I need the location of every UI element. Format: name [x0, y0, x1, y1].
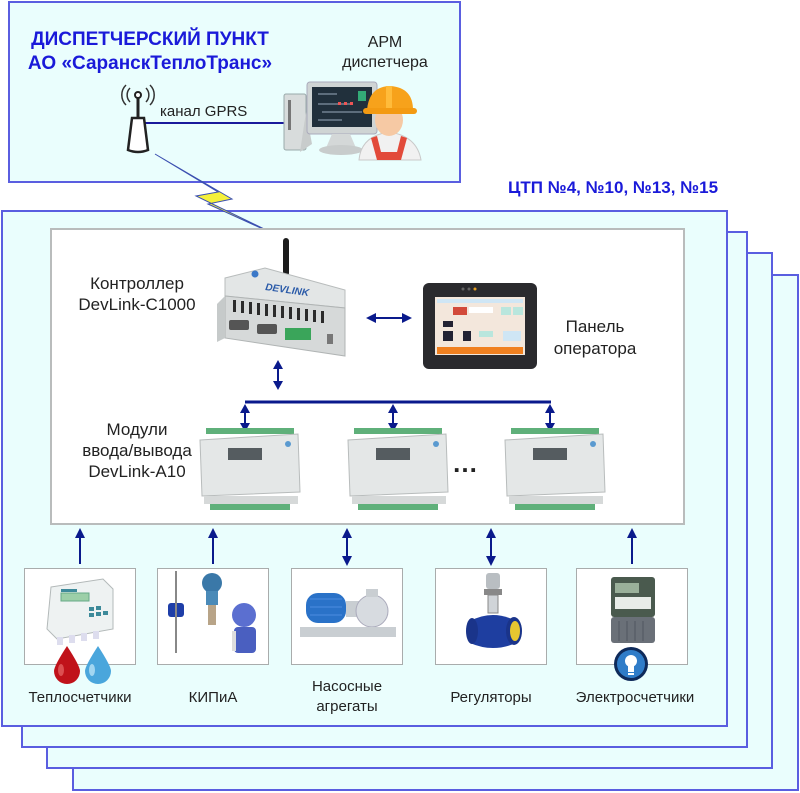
instrumentation-icon — [168, 571, 256, 653]
controller-device-icon: DEVLINK — [217, 238, 346, 357]
gprs-link-line — [142, 122, 284, 124]
device-arrow-2 — [208, 528, 218, 564]
electric-meter-icon — [611, 577, 655, 643]
io-bus-line — [245, 400, 551, 404]
dispatcher-title-line2: АО «СаранскТеплоТранс» — [27, 53, 273, 74]
device-arrow-head-up — [342, 528, 352, 538]
io-module-top-terminals — [206, 428, 294, 434]
device-arrow-head-up — [627, 528, 637, 538]
operator-panel-label: Панель оператора — [540, 316, 650, 360]
valve-icon — [466, 573, 522, 648]
lightbulb-icon — [614, 647, 648, 681]
workstation-label: АРМ диспетчера — [330, 33, 440, 73]
io-modules-label-line1: Модули — [106, 420, 168, 439]
io-module-logo — [590, 441, 596, 447]
io-module-base — [352, 496, 446, 504]
bus-arrow-head-up — [388, 404, 398, 413]
workstation-label-line1: АРМ — [367, 34, 403, 51]
device-label-pumps-line2: агрегаты — [316, 698, 378, 715]
pump-icon — [300, 589, 396, 637]
cold-water-drop-icon — [85, 646, 111, 684]
io-module-2 — [347, 404, 449, 510]
bus-arrow-head-down — [545, 423, 555, 432]
substations-label: ЦТП №4, №10, №13, №15 — [508, 178, 719, 197]
controller-bus-arrow — [273, 360, 283, 390]
io-module-bottom-terminals — [210, 504, 290, 510]
device-arrow-head-up — [486, 528, 496, 538]
io-module-display — [533, 448, 567, 460]
io-modules-label: Модули ввода/вывода DevLink-A10 — [62, 419, 212, 482]
device-arrow-5 — [627, 528, 637, 564]
device-label-pumps: Насосные агрегаты — [291, 677, 403, 717]
computer-monitor-icon — [283, 81, 378, 155]
controller-label-line2: DevLink-C1000 — [78, 295, 196, 314]
device-arrow-4 — [486, 528, 496, 566]
io-module-body — [199, 433, 301, 497]
controller-label-line1: Контроллер — [90, 274, 184, 293]
hot-water-drop-icon — [54, 646, 80, 684]
bus-arrow-head-up — [545, 404, 555, 413]
io-module-base — [204, 496, 298, 504]
io-module-body — [347, 433, 449, 497]
dispatcher-title-line1: ДИСПЕТЧЕРСКИЙ ПУНКТ — [31, 29, 269, 50]
heat-meter-icon — [46, 578, 114, 645]
io-module-top-terminals — [511, 428, 599, 434]
device-label-pumps-line1: Насосные — [311, 678, 383, 695]
operator-panel-label-line1: Панель — [565, 317, 625, 336]
io-module-3 — [504, 404, 606, 510]
gprs-channel-label: канал GPRS — [160, 103, 248, 120]
device-box-instrumentation — [157, 568, 269, 665]
operator-worker-icon — [358, 86, 422, 161]
io-module-bottom-terminals — [515, 504, 595, 510]
device-arrow-head-up — [75, 528, 85, 538]
device-arrow-head-up — [208, 528, 218, 538]
device-label-electric-meters: Электросчетчики — [575, 689, 695, 706]
io-module-bottom-terminals — [358, 504, 438, 510]
io-module-logo — [285, 441, 291, 447]
bus-arrow-head-down — [388, 423, 398, 432]
device-label-instrumentation: КИПиА — [188, 689, 238, 706]
io-module-top-terminals — [354, 428, 442, 434]
antenna-icon — [121, 84, 155, 154]
device-arrows — [75, 528, 637, 566]
io-module-logo — [433, 441, 439, 447]
operator-panel-label-line2: оператора — [553, 339, 637, 358]
device-arrow-head-down — [342, 556, 352, 566]
bus-arrow-head-down — [240, 423, 250, 432]
io-module-body — [504, 433, 606, 497]
io-module-base — [509, 496, 603, 504]
io-modules — [199, 404, 606, 510]
io-module-1 — [199, 404, 301, 510]
device-label-regulators: Регуляторы — [450, 689, 532, 706]
operator-panel-icon — [423, 283, 537, 369]
workstation-label-line2: диспетчера — [342, 54, 428, 71]
io-modules-ellipsis: … — [452, 448, 478, 478]
device-box-pumps — [291, 568, 403, 665]
device-arrow-head-down — [486, 556, 496, 566]
bus-arrow-head-up — [240, 404, 250, 413]
device-arrow-3 — [342, 528, 352, 566]
io-modules-label-line2: ввода/вывода — [82, 441, 192, 460]
dispatcher-title: ДИСПЕТЧЕРСКИЙ ПУНКТ АО «СаранскТеплоТран… — [20, 28, 280, 76]
controller-label: Контроллер DevLink-C1000 — [62, 273, 212, 315]
device-arrow-1 — [75, 528, 85, 564]
io-modules-label-line3: DevLink-A10 — [88, 462, 186, 481]
controller-panel-arrow — [366, 313, 412, 323]
device-box-heat-meters — [24, 568, 136, 665]
device-box-regulators — [435, 568, 547, 665]
device-label-heat-meters: Теплосчетчики — [28, 689, 132, 706]
io-module-display — [228, 448, 262, 460]
io-module-display — [376, 448, 410, 460]
